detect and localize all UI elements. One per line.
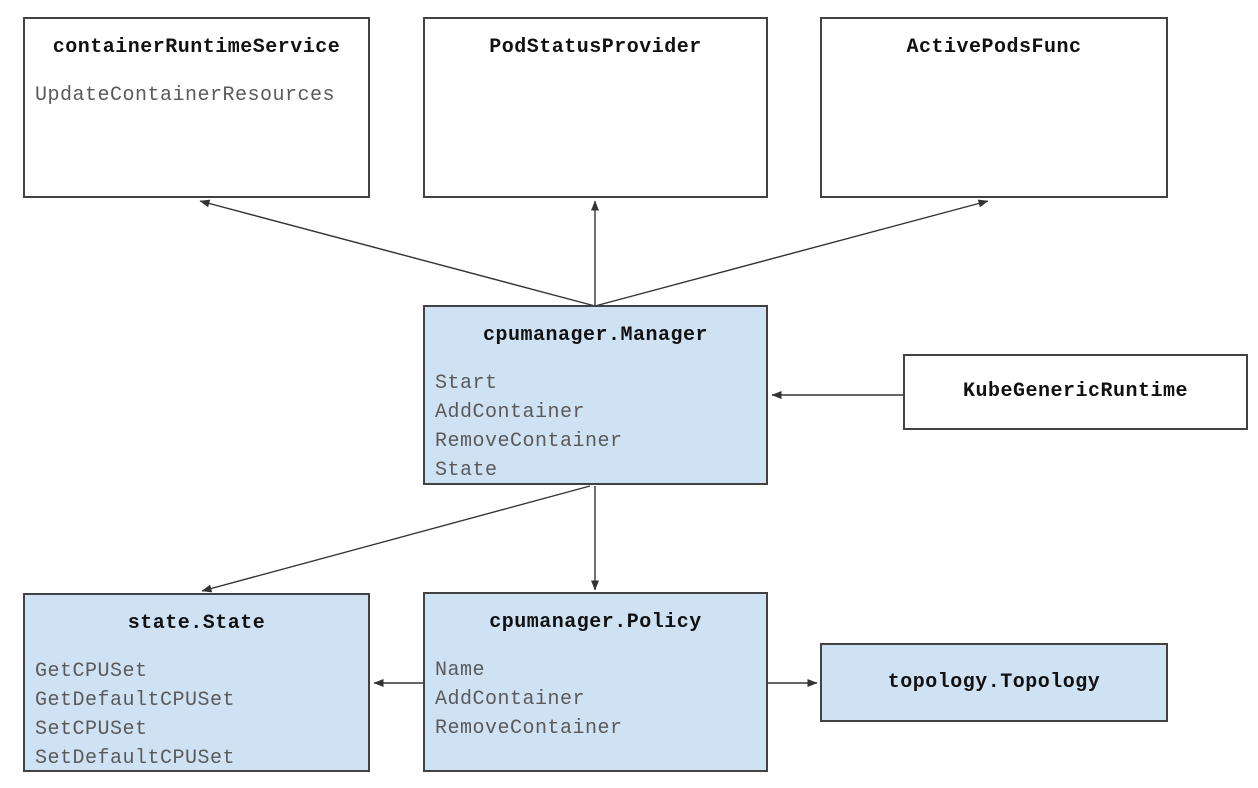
method-item: Name (435, 659, 486, 682)
edge-manager-to-state-state (201, 485, 591, 593)
method-list: UpdateContainerResources (25, 81, 368, 110)
node-pod-status-provider: PodStatusProvider (423, 17, 768, 198)
node-title: containerRuntimeService (52, 36, 341, 59)
method-list: GetCPUSet GetDefaultCPUSet SetCPUSet Set… (25, 657, 368, 773)
node-title: PodStatusProvider (489, 36, 702, 59)
node-cpumanager-policy: cpumanager.Policy Name AddContainer Remo… (423, 592, 768, 772)
method-item: State (435, 459, 498, 482)
node-title: ActivePodsFunc (906, 36, 1082, 59)
node-container-runtime-service: containerRuntimeService UpdateContainerR… (23, 17, 370, 198)
method-item: Start (435, 372, 498, 395)
node-title: KubeGenericRuntime (962, 380, 1189, 403)
method-item: RemoveContainer (435, 430, 623, 453)
node-title: cpumanager.Policy (489, 611, 702, 634)
method-list: Name AddContainer RemoveContainer (425, 656, 766, 743)
edge-manager-to-active-pods-func (594, 199, 989, 307)
method-item: UpdateContainerResources (35, 84, 336, 107)
method-item: SetDefaultCPUSet (35, 747, 236, 770)
node-kube-generic-runtime: KubeGenericRuntime (903, 354, 1248, 430)
node-state-state: state.State GetCPUSet GetDefaultCPUSet S… (23, 593, 370, 772)
node-title: state.State (127, 612, 266, 635)
node-active-pods-func: ActivePodsFunc (820, 17, 1168, 198)
method-list: Start AddContainer RemoveContainer State (425, 369, 766, 485)
edge-manager-to-container-runtime-service (199, 199, 596, 307)
node-title: cpumanager.Manager (482, 324, 709, 347)
method-item: AddContainer (435, 688, 586, 711)
node-cpumanager-manager: cpumanager.Manager Start AddContainer Re… (423, 305, 768, 485)
method-item: AddContainer (435, 401, 586, 424)
method-item: GetDefaultCPUSet (35, 689, 236, 712)
node-topology-topology: topology.Topology (820, 643, 1168, 722)
node-title: topology.Topology (887, 670, 1101, 694)
method-item: SetCPUSet (35, 718, 148, 741)
method-item: RemoveContainer (435, 717, 623, 740)
method-item: GetCPUSet (35, 660, 148, 683)
